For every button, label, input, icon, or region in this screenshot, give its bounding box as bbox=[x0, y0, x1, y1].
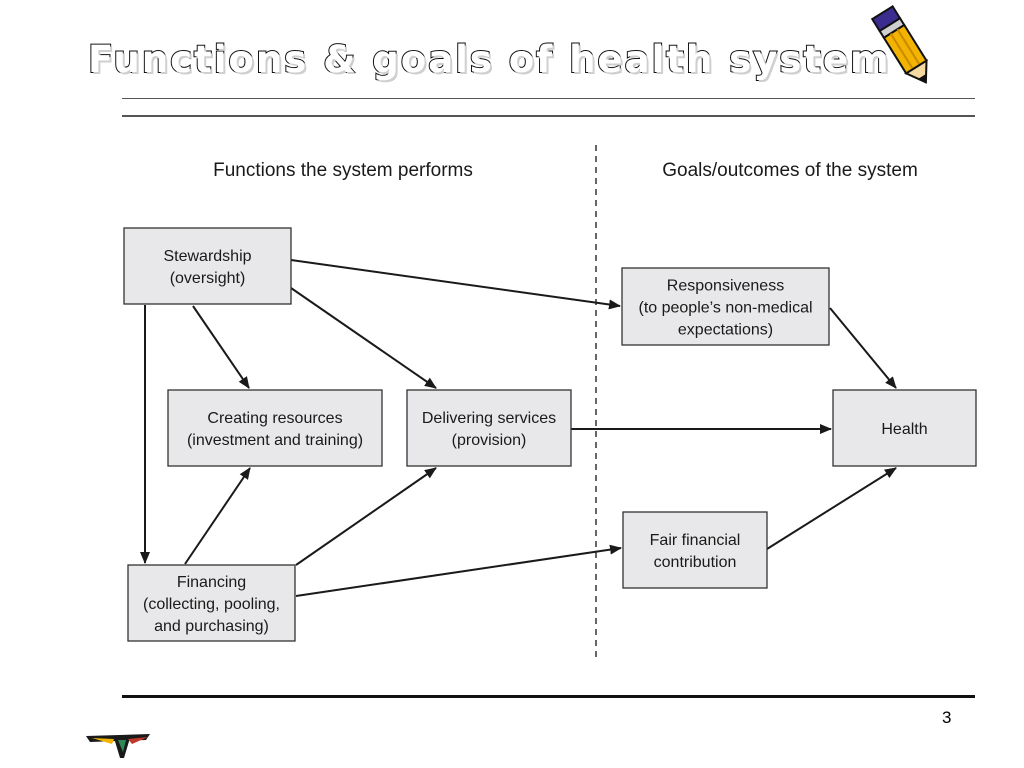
title-rule-thin bbox=[122, 98, 975, 99]
node-delivering-line-0: Delivering services bbox=[422, 410, 556, 427]
pencil-icon bbox=[870, 5, 928, 84]
node-financing-line-2: and purchasing) bbox=[154, 618, 269, 635]
arrow-responsiveness-to-health bbox=[829, 307, 897, 389]
node-creating-line-1: (investment and training) bbox=[187, 432, 363, 449]
corner-logo-icon bbox=[86, 734, 150, 758]
right-column-header: Goals/outcomes of the system bbox=[662, 160, 918, 181]
node-stewardship-line-1: (oversight) bbox=[170, 270, 246, 287]
footer-rule bbox=[122, 695, 975, 698]
edges-layer bbox=[140, 259, 897, 597]
node-responsiveness-line-0: Responsiveness bbox=[667, 278, 784, 295]
arrow-fair-to-health bbox=[766, 467, 897, 550]
node-health-line-0: Health bbox=[881, 421, 927, 438]
node-fair-line-0: Fair financial bbox=[650, 532, 741, 549]
node-fair-box bbox=[622, 511, 768, 589]
title-rule bbox=[122, 115, 975, 117]
node-stewardship: Stewardship (oversight) bbox=[123, 227, 292, 305]
node-health: Health bbox=[832, 389, 977, 467]
node-financing-line-0: Financing bbox=[177, 574, 246, 591]
node-creating-line-0: Creating resources bbox=[207, 410, 342, 427]
left-column-header: Functions the system performs bbox=[213, 160, 473, 181]
slide-title: Functions & goals of health system bbox=[87, 37, 891, 82]
node-creating: Creating resources (investment and traini… bbox=[167, 389, 383, 467]
node-delivering-box bbox=[406, 389, 572, 467]
node-financing: Financing (collecting, pooling, and purcha… bbox=[127, 564, 296, 642]
arrow-financing-to-creating bbox=[184, 467, 251, 565]
arrow-financing-to-fair bbox=[295, 544, 622, 597]
node-responsiveness-box bbox=[621, 267, 830, 346]
node-stewardship-line-0: Stewardship bbox=[163, 248, 251, 265]
node-fair: Fair financial contribution bbox=[622, 511, 768, 589]
page-number: 3 bbox=[942, 708, 952, 727]
arrow-stewardship-to-delivering bbox=[290, 287, 437, 389]
node-delivering-line-1: (provision) bbox=[452, 432, 527, 449]
node-responsiveness: Responsiveness (to people’s non-medical ex… bbox=[621, 267, 830, 346]
nodes-layer: Stewardship (oversight) Creating resources… bbox=[123, 227, 977, 642]
node-financing-line-1: (collecting, pooling, bbox=[143, 596, 280, 613]
node-fair-line-1: contribution bbox=[654, 554, 737, 571]
node-stewardship-box bbox=[123, 227, 292, 305]
node-financing-box bbox=[127, 564, 296, 642]
arrow-stewardship-to-responsiveness bbox=[290, 259, 621, 310]
arrow-financing-to-delivering bbox=[295, 467, 437, 566]
arrow-stewardship-to-creating bbox=[192, 305, 250, 389]
node-creating-box bbox=[167, 389, 383, 467]
node-responsiveness-line-2: expectations) bbox=[678, 322, 773, 339]
node-responsiveness-line-1: (to people’s non-medical bbox=[638, 300, 812, 317]
node-delivering: Delivering services (provision) bbox=[406, 389, 572, 467]
node-health-box bbox=[832, 389, 977, 467]
